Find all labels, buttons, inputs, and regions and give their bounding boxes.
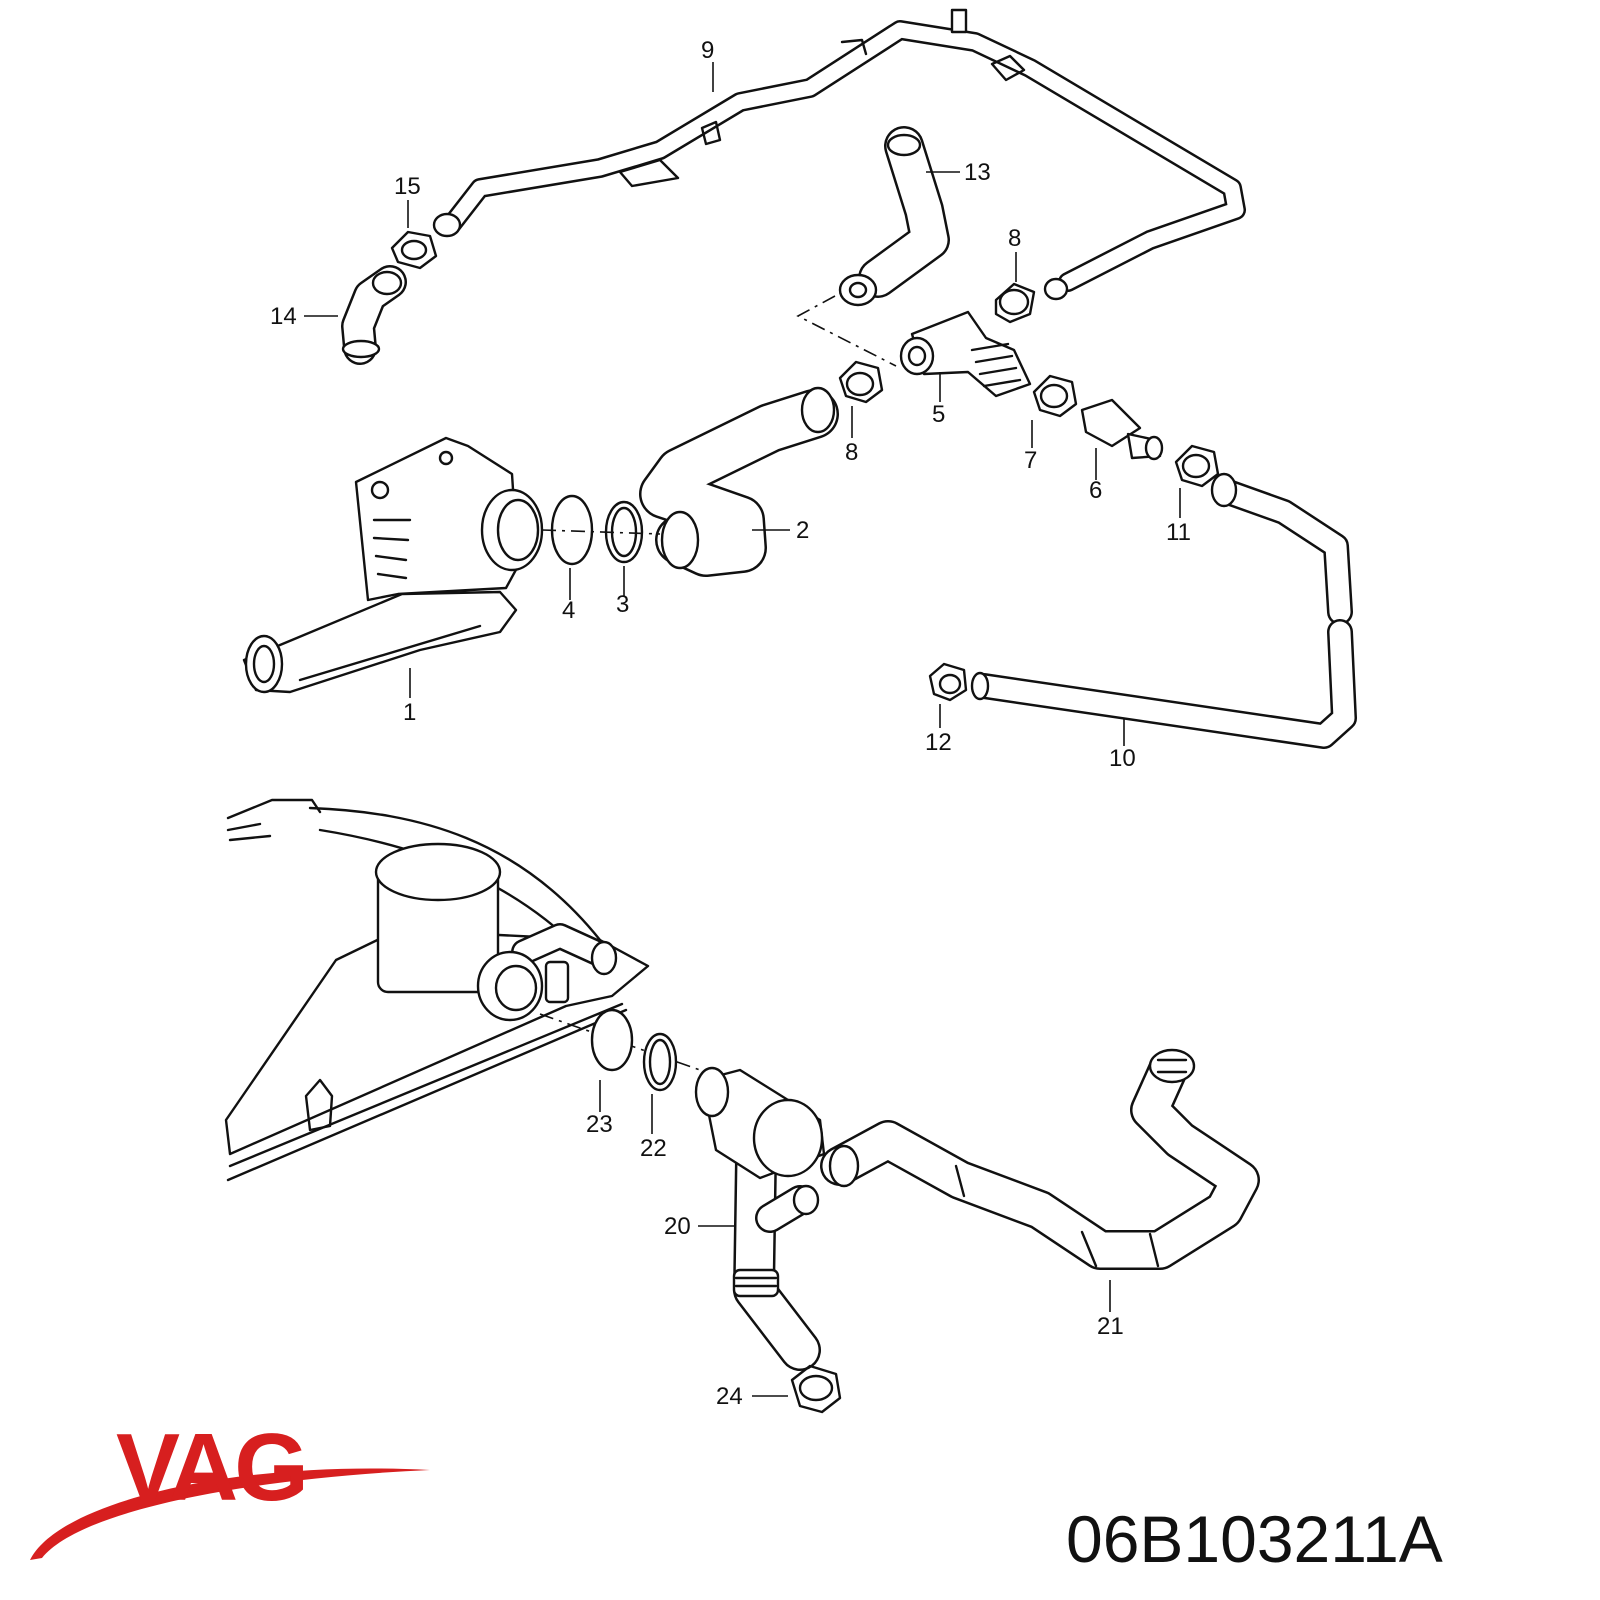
part-7-clip [1032, 374, 1078, 418]
part-23-seal [590, 1008, 634, 1072]
part-labels: 9 13 15 14 8 5 8 7 6 11 2 4 3 1 12 10 23… [270, 37, 1191, 1410]
part-10-hose [970, 472, 1357, 749]
part-9-breather-pipe [432, 8, 1246, 301]
label-13: 13 [964, 159, 991, 186]
label-11: 11 [1166, 519, 1191, 546]
engine-block-section [224, 798, 650, 1182]
label-22: 22 [640, 1135, 667, 1162]
label-2: 2 [796, 517, 809, 544]
label-24: 24 [716, 1383, 743, 1410]
label-21: 21 [1097, 1313, 1124, 1340]
label-1: 1 [403, 699, 416, 726]
label-3: 3 [616, 591, 629, 618]
part-8-clip-upper [994, 282, 1036, 324]
part-1-oil-separator [242, 436, 544, 694]
label-10: 10 [1109, 745, 1136, 772]
label-5: 5 [932, 401, 945, 428]
label-7: 7 [1024, 447, 1037, 474]
part-21-hose [820, 1048, 1260, 1270]
part-12-clip [928, 662, 968, 702]
label-23: 23 [586, 1111, 613, 1138]
part-11-clip [1174, 444, 1220, 488]
label-6: 6 [1089, 477, 1102, 504]
part-24-clip [790, 1364, 842, 1414]
part-13-hose [838, 126, 950, 307]
label-12: 12 [925, 729, 952, 756]
part-22-o-ring [642, 1032, 678, 1092]
leader-lines [304, 62, 1181, 1397]
part-14-elbow-hose [341, 265, 407, 365]
part-20-valve-pipe [694, 1066, 826, 1371]
part-6-connector [1080, 398, 1164, 461]
label-9: 9 [701, 37, 714, 64]
part-2-curved-hose [639, 386, 839, 577]
part-number: 06B103211A [1066, 1502, 1443, 1576]
part-8-clip-lower [838, 360, 884, 404]
vag-logo: VAG [30, 1414, 430, 1560]
part-15-hose-clip [390, 230, 438, 270]
label-8-upper: 8 [1008, 225, 1021, 252]
label-4: 4 [562, 597, 575, 624]
label-14: 14 [270, 303, 297, 330]
part-5-t-piece [899, 310, 1032, 398]
label-8-lower: 8 [845, 439, 858, 466]
label-20: 20 [664, 1213, 691, 1240]
part-4-seal [550, 494, 594, 566]
logo-text: VAG [116, 1414, 305, 1521]
label-15: 15 [394, 173, 421, 200]
